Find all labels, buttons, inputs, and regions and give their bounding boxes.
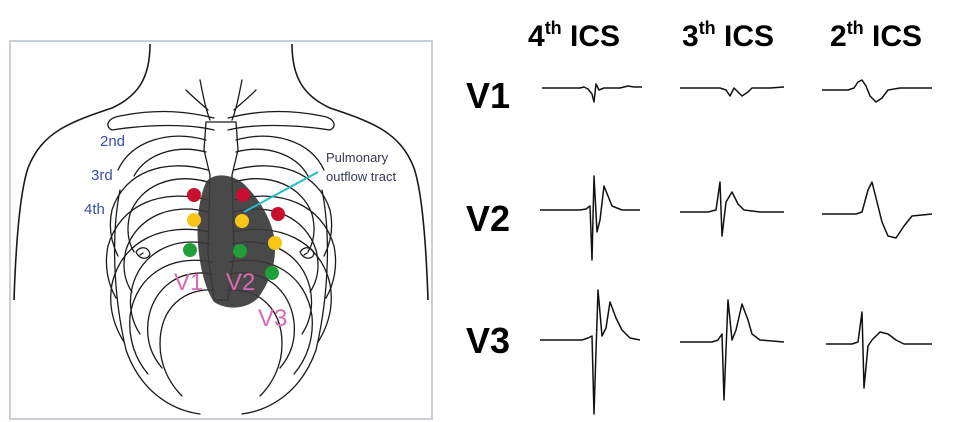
pulmonary-label-line2: outflow tract <box>326 169 396 184</box>
ics-label-2nd: 2nd <box>100 133 125 150</box>
row-label-v3: V3 <box>466 320 510 361</box>
ecg-trace-v2-3rd-ics <box>680 182 784 236</box>
row-label-v2: V2 <box>466 198 510 239</box>
ecg-trace-v1-2nd-ics <box>822 80 932 102</box>
electrode-v3-3rd-ics <box>268 236 282 250</box>
column-header-4th-ics: 4th ICS <box>528 18 620 53</box>
chest-diagram-panel: 2nd 3rd 4th Pulmonary outflow tract V1 V… <box>10 41 432 419</box>
ecg-trace-v3-2nd-ics <box>826 312 932 388</box>
column-header-2nd-ics: 2th ICS <box>830 18 922 53</box>
electrode-v2-2nd-ics <box>236 188 250 202</box>
ecg-trace-v1-3rd-ics <box>680 87 784 96</box>
electrode-v2-3rd-ics <box>235 214 249 228</box>
ecg-trace-v3-4th-ics <box>540 290 640 414</box>
column-header-3rd-ics: 3th ICS <box>682 18 774 53</box>
electrode-v2-4th-ics <box>233 244 247 258</box>
electrode-v1-4th-ics <box>183 243 197 257</box>
position-label-v3: V3 <box>258 305 287 332</box>
electrode-v1-2nd-ics <box>187 188 201 202</box>
ecg-trace-v2-4th-ics <box>540 176 640 260</box>
row-label-v1: V1 <box>466 75 510 116</box>
ics-label-4th: 4th <box>84 201 105 218</box>
electrode-v3-2nd-ics <box>271 207 285 221</box>
ecg-trace-v3-3rd-ics <box>680 300 784 400</box>
position-label-v2: V2 <box>226 269 255 296</box>
electrode-v3-4th-ics <box>265 266 279 280</box>
electrode-v1-3rd-ics <box>187 213 201 227</box>
ics-label-3rd: 3rd <box>91 167 113 184</box>
ecg-trace-v2-2nd-ics <box>822 182 932 238</box>
position-label-v1: V1 <box>174 269 203 296</box>
ecg-panel: 4th ICS 3th ICS 2th ICS V1 V2 V3 <box>466 18 932 414</box>
ecg-trace-v1-4th-ics <box>542 84 642 102</box>
pulmonary-label-line1: Pulmonary <box>326 150 389 165</box>
